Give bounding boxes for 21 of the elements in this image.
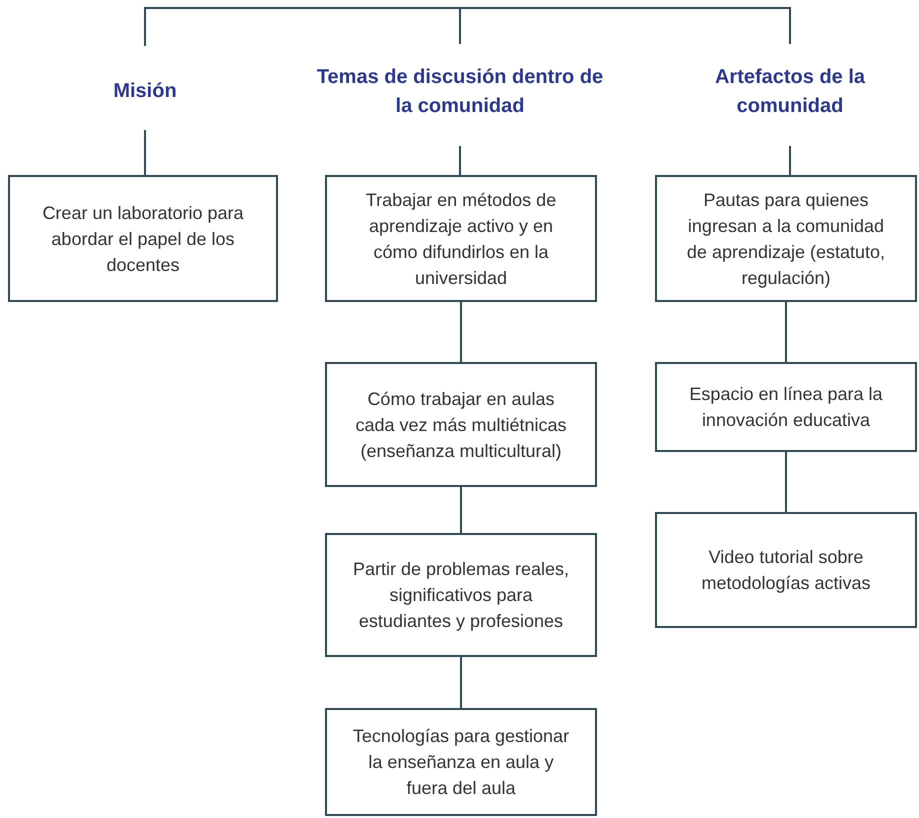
column-heading: Temas de discusión dentro de la comunidad xyxy=(315,60,605,124)
content-box: Tecnologías para gestionar la enseñanza en aula y fuera del aula xyxy=(325,708,597,816)
content-box: Video tutorial sobre metodologías activas xyxy=(655,512,917,628)
connector-line xyxy=(144,130,146,175)
connector-line xyxy=(785,452,787,512)
connector-line xyxy=(460,657,462,708)
connector-line xyxy=(459,7,791,44)
connector-line xyxy=(460,302,462,362)
connector-line xyxy=(785,302,787,362)
connector-line xyxy=(460,487,462,533)
connector-line xyxy=(789,146,791,175)
content-box: Espacio en línea para la innovación educativa xyxy=(655,362,917,452)
content-box: Cómo trabajar en aulas cada vez más multiétnicas (enseñanza multicultural) xyxy=(325,362,597,487)
connector-line xyxy=(459,146,461,175)
column-heading: Artefactos de la comunidad xyxy=(662,60,918,124)
connector-line xyxy=(144,7,461,46)
content-box: Crear un laboratorio para abordar el papel de los docentes xyxy=(8,175,278,302)
content-box: Partir de problemas reales, significativos para estudiantes y profesiones xyxy=(325,533,597,657)
column-heading: Misión xyxy=(50,74,240,108)
content-box: Pautas para quienes ingresan a la comunidad de aprendizaje (estatuto, regulación) xyxy=(655,175,917,302)
content-box: Trabajar en métodos de aprendizaje activo y en cómo difundirlos en la universidad xyxy=(325,175,597,302)
